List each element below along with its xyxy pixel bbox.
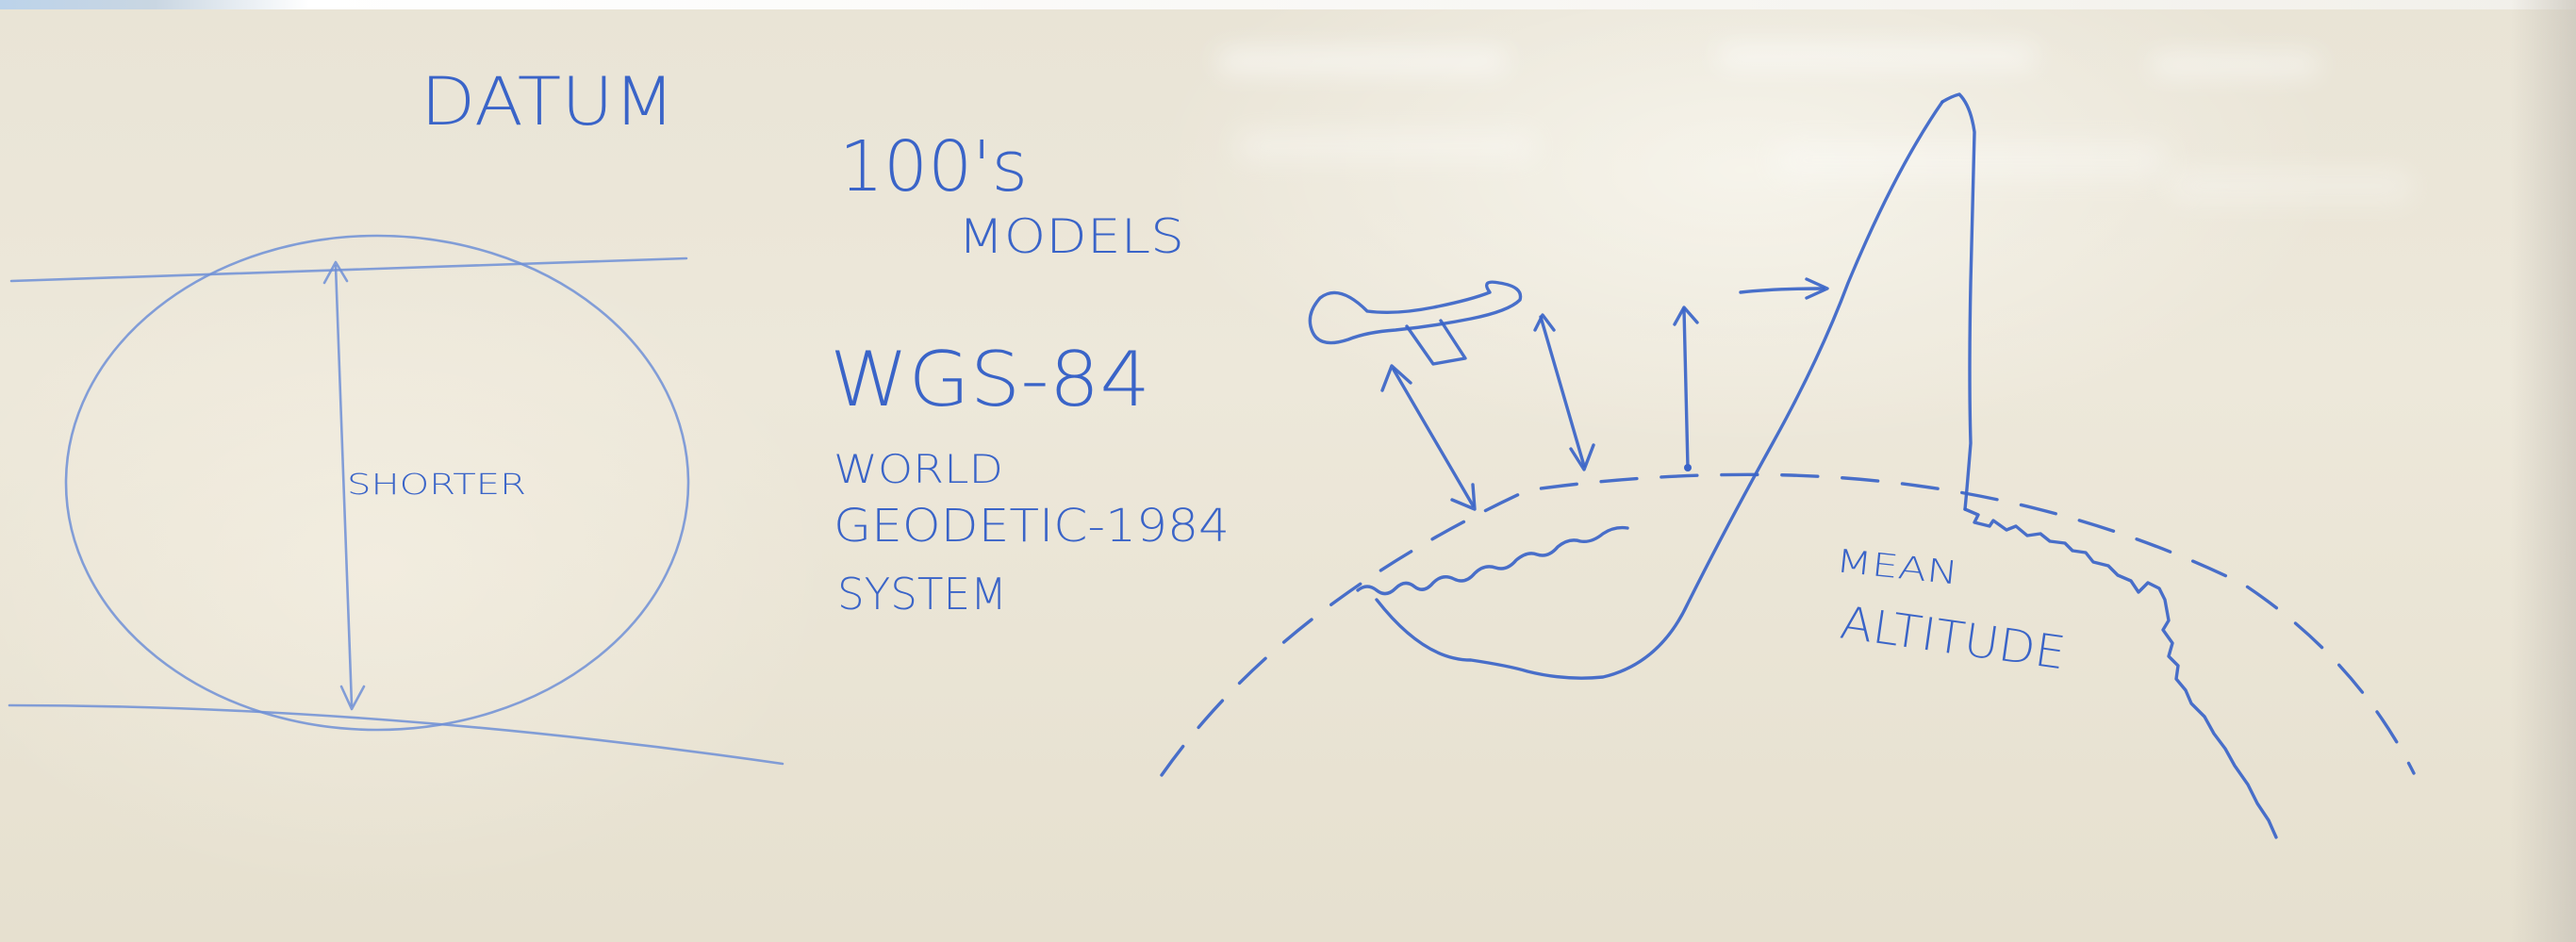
- mountain-peak: [1940, 92, 1976, 511]
- terrain-label-altitude: ALTITUDE: [1837, 596, 2068, 680]
- models-label: MODELS: [958, 209, 1184, 264]
- surface-point: [1684, 464, 1692, 471]
- light-glare: [1716, 45, 2037, 68]
- light-glare: [1235, 132, 1537, 160]
- ellipsoid-diagram: SHORTER: [8, 234, 784, 766]
- axis-arrow-line: [334, 264, 354, 707]
- airplane-icon: [1308, 280, 1523, 345]
- jagged-slope: [1963, 507, 2278, 839]
- arrow-down-icon: [1450, 483, 1477, 511]
- measurement-arrow: [1682, 307, 1690, 470]
- arrow-up-icon: [322, 260, 349, 285]
- models-notes: 100's MODELS WGS-84 WORLD GEODETIC-1984 …: [830, 126, 1230, 620]
- measurement-arrow: [1539, 315, 1586, 468]
- standard-name: WGS-84: [830, 336, 1150, 423]
- surface-wavy-line: [1356, 525, 1629, 596]
- arrow-down-icon: [1569, 443, 1595, 471]
- arrow-up-icon: [1533, 313, 1556, 332]
- board-title: DATUM: [421, 63, 675, 140]
- light-glare: [2150, 55, 2320, 75]
- models-count: 100's: [839, 126, 1028, 207]
- top-tangent-line: [9, 256, 688, 283]
- standard-line-system: SYSTEM: [837, 569, 1007, 620]
- terrain-label-mean: MEAN: [1834, 542, 1959, 592]
- board-edge-shadow: [2510, 0, 2576, 942]
- terrain-diagram: MEAN ALTITUDE: [1160, 92, 2416, 839]
- arrow-right-icon: [1805, 277, 1829, 300]
- light-glare: [2169, 170, 2414, 202]
- arrow-up-icon: [1380, 364, 1412, 392]
- bottom-tangent-line: [8, 703, 784, 766]
- standard-line-geodetic: GEODETIC-1984: [834, 500, 1230, 553]
- measurement-arrow: [1392, 368, 1475, 507]
- airplane-wing: [1405, 319, 1467, 366]
- ellipsoid-outline: [64, 234, 690, 732]
- light-glare: [1216, 49, 1509, 74]
- standard-line-world: WORLD: [834, 446, 1003, 492]
- valley-outline: [1375, 100, 1944, 680]
- arrow-up-icon: [1673, 306, 1699, 326]
- ellipsoid-curve-dashed: [1160, 472, 2416, 777]
- top-edge: [0, 0, 2576, 9]
- light-glare: [1773, 141, 2169, 179]
- measurement-arrow: [1739, 287, 1825, 294]
- arrow-down-icon: [339, 685, 366, 711]
- ellipse-label: SHORTER: [347, 469, 526, 502]
